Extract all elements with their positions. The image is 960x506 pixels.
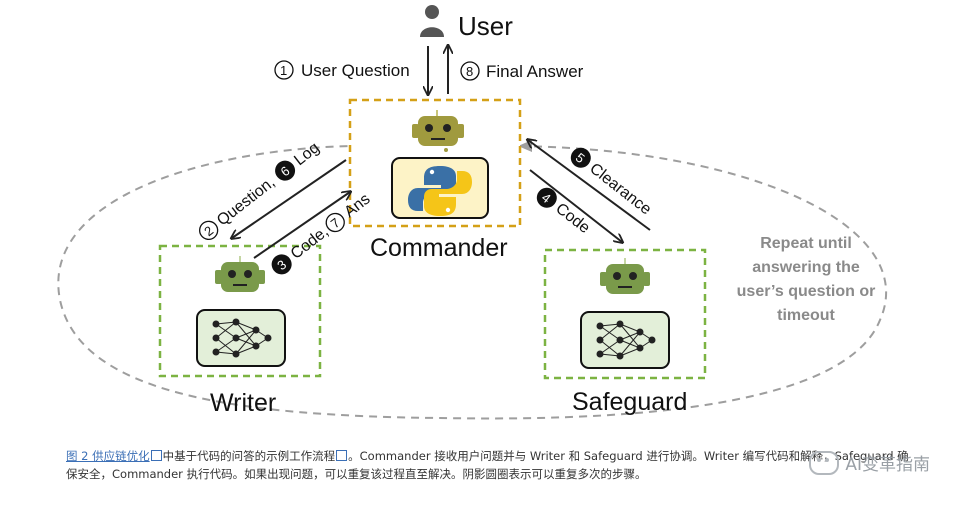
repeat-loop — [57, 145, 887, 420]
external-link-icon[interactable] — [150, 450, 162, 461]
user-icon — [420, 5, 444, 37]
repeat-note-line-2: answering the — [752, 259, 860, 276]
figure-caption: 图 2 供应链优化中基于代码的问答的示例工作流程。Commander 接收用户问… — [66, 447, 936, 483]
robot-icon — [412, 110, 464, 152]
step-4-label: 4 Code — [536, 187, 593, 237]
step-8-text: Final Answer — [486, 62, 584, 81]
safeguard-nn-panel — [580, 311, 670, 369]
step-1-label: 1 User Question — [274, 60, 410, 80]
neural-network-icon — [596, 320, 656, 360]
watermark: AI变革指南 — [809, 450, 930, 475]
repeat-note-line-1: Repeat until — [760, 235, 852, 252]
wechat-icon — [809, 450, 840, 475]
step-8-label: 8 Final Answer — [460, 61, 584, 81]
watermark-text: AI变革指南 — [845, 455, 930, 475]
user-label: User — [458, 11, 513, 41]
commander-label: Commander — [370, 234, 508, 262]
step-1-number: 1 — [280, 63, 287, 78]
robot-icon — [600, 258, 650, 294]
repeat-note: Repeat until answering the user’s questi… — [737, 235, 876, 324]
caption-body: 。Commander 接收用户问题并与 Writer 和 Safeguard 进… — [348, 449, 909, 463]
writer-nn-panel — [196, 309, 286, 367]
step-1-text: User Question — [301, 61, 410, 80]
step-2-number: 2 — [201, 223, 216, 239]
repeat-note-line-4: timeout — [777, 307, 835, 324]
robot-icon — [215, 256, 265, 292]
code-ans-arrow — [253, 192, 350, 259]
writer-label: Writer — [210, 389, 276, 417]
code-arrow — [529, 169, 622, 242]
caption-link[interactable]: 图 2 供应链优化 — [66, 449, 150, 463]
step-7-number: 7 — [328, 215, 343, 231]
safeguard-label: Safeguard — [572, 388, 687, 416]
clearance-arrow — [528, 140, 651, 231]
step-5-text: Clearance — [586, 160, 654, 218]
caption-rest: 中基于代码的问答的示例工作流程 — [162, 449, 336, 463]
repeat-note-line-3: user’s question or — [737, 283, 876, 300]
python-logo-icon — [408, 166, 472, 216]
step-4-text: Code — [552, 200, 593, 237]
step-6-text: Log — [291, 139, 323, 169]
question-log-arrow — [232, 159, 347, 238]
step-2-text: Question, — [214, 174, 278, 230]
step-8-number: 8 — [466, 64, 473, 79]
caption-line-2: 保安全，Commander 执行代码。如果出现问题，可以重复该过程直至解决。阴影… — [66, 467, 647, 481]
external-link-icon[interactable] — [336, 450, 348, 461]
neural-network-icon — [212, 318, 272, 358]
step-5-label: 5 Clearance — [570, 147, 654, 218]
